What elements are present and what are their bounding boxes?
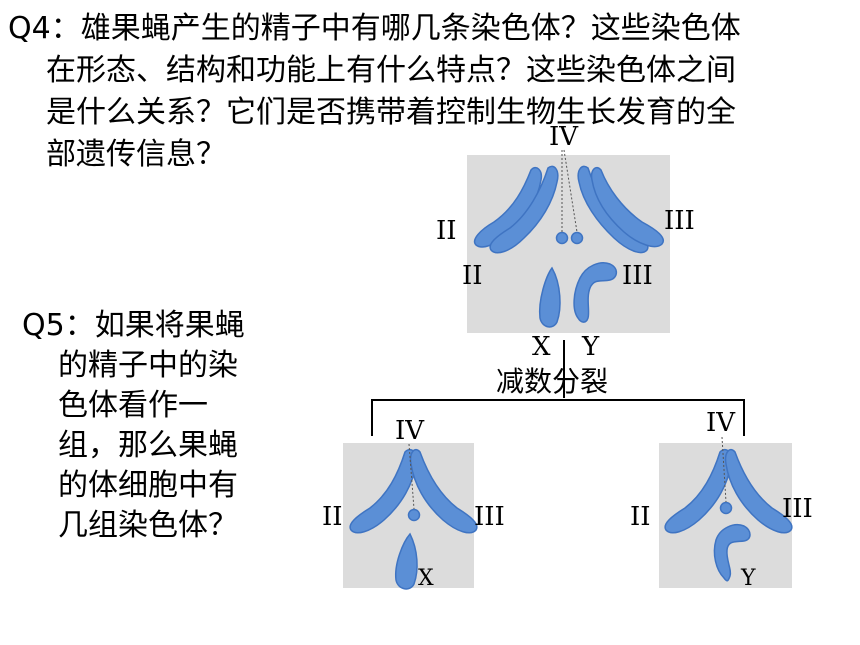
- chromosome-y: [573, 262, 618, 323]
- chromosome-x-sperm: [394, 532, 418, 590]
- chromosome-iii-sperm-y: [724, 448, 793, 534]
- label-iii-lower: III: [622, 261, 653, 291]
- label-ii-sperm-x: II: [322, 502, 343, 532]
- label-x-top: X: [532, 332, 551, 362]
- meiosis-branch-line: [371, 399, 745, 436]
- chromosome-iii-sperm-x: [409, 448, 478, 534]
- chromosome-iv-b: [570, 231, 584, 245]
- label-iii-upper: III: [664, 206, 695, 236]
- q5-line-2: 的精子中的染: [58, 348, 238, 383]
- label-ii-upper: II: [436, 216, 457, 246]
- label-iv-sperm-y: IV: [706, 408, 736, 438]
- chromosome-iv-sperm-x: [407, 508, 421, 522]
- label-iv-top: IV: [549, 122, 579, 152]
- q5-line-5: 的体细胞中有: [58, 468, 238, 503]
- label-iv-sperm-x: IV: [395, 416, 425, 446]
- label-ii-lower: II: [462, 261, 483, 291]
- label-ii-sperm-y: II: [630, 502, 651, 532]
- q5-line-6: 几组染色体？: [58, 508, 238, 543]
- chromosome-ii-sperm-y: [664, 448, 733, 534]
- q4-line-1: Q4：雄果蝇产生的精子中有哪几条染色体？这些染色体: [8, 11, 741, 46]
- label-y-sperm: Y: [741, 566, 756, 591]
- question-q4: Q4：雄果蝇产生的精子中有哪几条染色体？这些染色体 在形态、结构和功能上有什么特…: [8, 8, 838, 176]
- label-x-sperm: X: [418, 566, 434, 591]
- chromosome-ii-lower: [489, 165, 559, 254]
- chromosome-iv-a: [555, 231, 569, 245]
- chromosome-ii-sperm-x: [349, 448, 418, 534]
- label-y-top: Y: [582, 332, 600, 362]
- chromosome-ii-upper: [473, 166, 543, 248]
- chromosome-x: [538, 266, 561, 328]
- chromosome-y-sperm: [713, 524, 751, 582]
- chromosome-iii-lower: [590, 166, 664, 248]
- chromosome-iv-sperm-y: [719, 501, 733, 515]
- label-iii-sperm-y: III: [782, 494, 813, 524]
- q5-line-3: 色体看作一: [58, 388, 208, 423]
- q5-line-1: Q5：如果将果蝇: [22, 308, 245, 343]
- meiosis-label: 减数分裂: [496, 365, 609, 398]
- label-iii-sperm-x: III: [474, 502, 505, 532]
- question-q5: Q5：如果将果蝇 的精子中的染 色体看作一 组，那么果蝇 的体细胞中有 几组染色…: [22, 306, 282, 546]
- q4-line-3: 是什么关系？它们是否携带着控制生物生长发育的全: [46, 95, 736, 130]
- q5-line-4: 组，那么果蝇: [58, 428, 238, 463]
- q4-line-2: 在形态、结构和功能上有什么特点？这些染色体之间: [46, 53, 736, 88]
- q4-line-4: 部遗传信息？: [46, 137, 226, 172]
